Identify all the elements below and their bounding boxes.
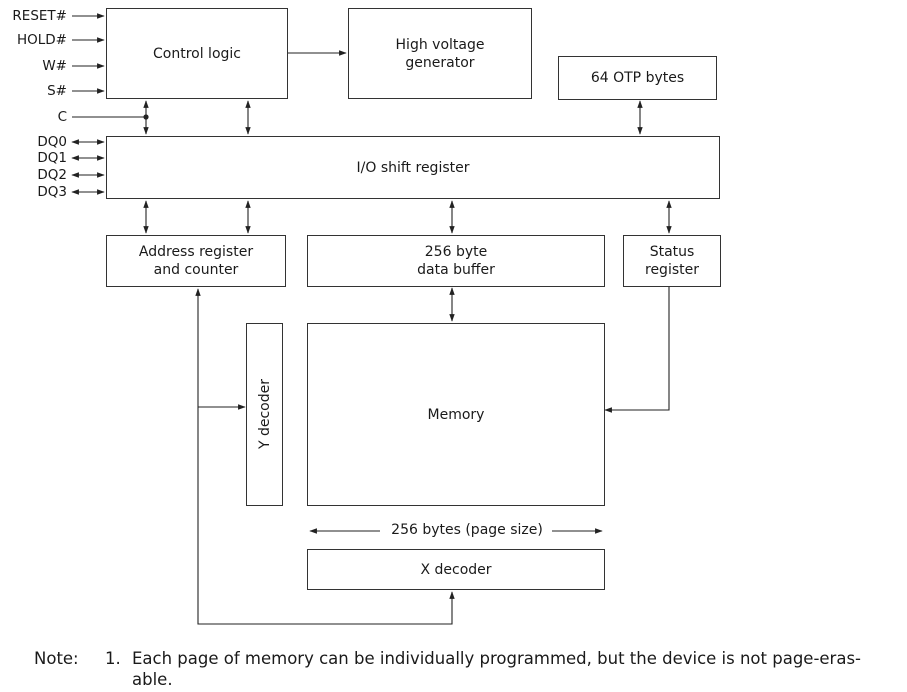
x-decoder-label: X decoder	[420, 561, 492, 578]
pin-dq1-label: DQ1	[37, 150, 67, 166]
pin-dq0-label: DQ0	[37, 134, 67, 150]
data-buffer-label: 256 byte data buffer	[417, 244, 495, 278]
data-buffer-block: 256 byte data buffer	[307, 235, 605, 287]
pin-c-label: C	[57, 109, 67, 125]
y-decoder-label: Y decoder	[256, 379, 273, 450]
pin-dq3-label: DQ3	[37, 184, 67, 200]
pin-w-label: W#	[42, 58, 67, 74]
address-register-block: Address register and counter	[106, 235, 286, 287]
otp-bytes-block: 64 OTP bytes	[558, 56, 717, 100]
y-decoder-block: Y decoder	[246, 323, 283, 506]
memory-block: Memory	[307, 323, 605, 506]
io-shift-register-block: I/O shift register	[106, 136, 720, 199]
pin-s-label: S#	[47, 83, 67, 99]
note-text: Each page of memory can be individually …	[132, 649, 862, 689]
control-logic-label: Control logic	[153, 45, 241, 62]
address-register-label: Address register and counter	[138, 244, 254, 278]
page-size-label: 256 bytes (page size)	[382, 522, 552, 538]
note-label: Note:	[34, 649, 79, 668]
pin-dq2-label: DQ2	[37, 167, 67, 183]
pin-hold-label: HOLD#	[16, 32, 67, 48]
pin-reset-label: RESET#	[12, 8, 67, 24]
high-voltage-generator-block: High voltage generator	[348, 8, 532, 99]
x-decoder-block: X decoder	[307, 549, 605, 590]
high-voltage-generator-label: High voltage generator	[395, 36, 485, 71]
otp-bytes-label: 64 OTP bytes	[590, 70, 685, 86]
address-feedback-line	[195, 288, 455, 625]
status-register-label: Status register	[645, 244, 699, 278]
control-logic-block: Control logic	[106, 8, 288, 99]
status-memory-arrow	[604, 287, 670, 413]
memory-label: Memory	[427, 406, 485, 423]
status-register-block: Status register	[623, 235, 721, 287]
io-shift-register-label: I/O shift register	[356, 159, 470, 176]
note-number: 1.	[105, 649, 121, 668]
